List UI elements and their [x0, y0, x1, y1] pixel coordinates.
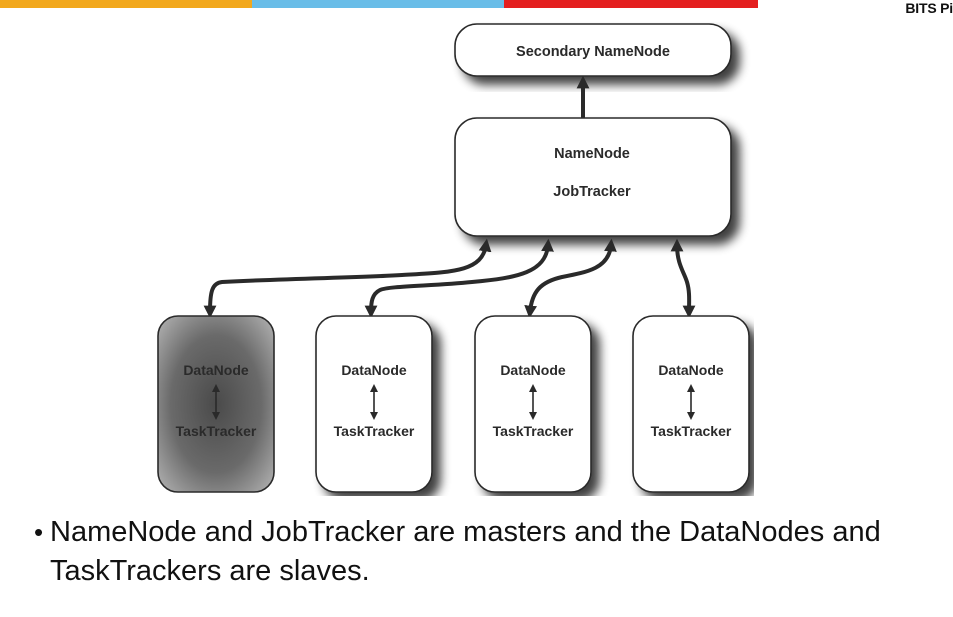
jobtracker-label: JobTracker: [553, 184, 631, 200]
slave-3-tasktracker-label: TaskTracker: [493, 423, 574, 439]
header-bar-blue: [252, 0, 504, 8]
bullet-point: • NameNode and JobTracker are masters an…: [34, 513, 939, 591]
bullet-symbol: •: [34, 517, 44, 547]
arrow-to-slave-4: [670, 238, 696, 319]
slave-1-datanode-label: DataNode: [183, 362, 249, 378]
header-bar-orange: [0, 0, 252, 8]
slave-node-4: DataNode TaskTracker: [632, 315, 750, 493]
slave-4-datanode-label: DataNode: [658, 362, 724, 378]
slave-1-tasktracker-label: TaskTracker: [176, 423, 257, 439]
master-node: NameNode JobTracker: [454, 117, 732, 237]
hadoop-architecture-diagram: Secondary NameNode NameNode JobTracker D…: [152, 10, 754, 496]
secondary-namenode-node: Secondary NameNode: [454, 23, 732, 77]
namenode-label: NameNode: [554, 146, 630, 162]
slave-4-tasktracker-label: TaskTracker: [651, 423, 732, 439]
arrow-to-slave-3: [524, 238, 617, 319]
header-color-bar: [0, 0, 758, 8]
slave-node-1: DataNode TaskTracker: [157, 315, 275, 493]
header-bar-red: [504, 0, 758, 8]
slave-3-datanode-label: DataNode: [500, 362, 566, 378]
slave-node-2: DataNode TaskTracker: [315, 315, 433, 493]
header-logo-text: BITS Pi: [905, 0, 953, 16]
secondary-namenode-label: Secondary NameNode: [516, 44, 670, 60]
slave-2-tasktracker-label: TaskTracker: [334, 423, 415, 439]
master-to-slave-arrows: [203, 238, 696, 319]
slave-2-datanode-label: DataNode: [341, 362, 407, 378]
slave-node-3: DataNode TaskTracker: [474, 315, 592, 493]
bullet-text: NameNode and JobTracker are masters and …: [50, 516, 881, 587]
